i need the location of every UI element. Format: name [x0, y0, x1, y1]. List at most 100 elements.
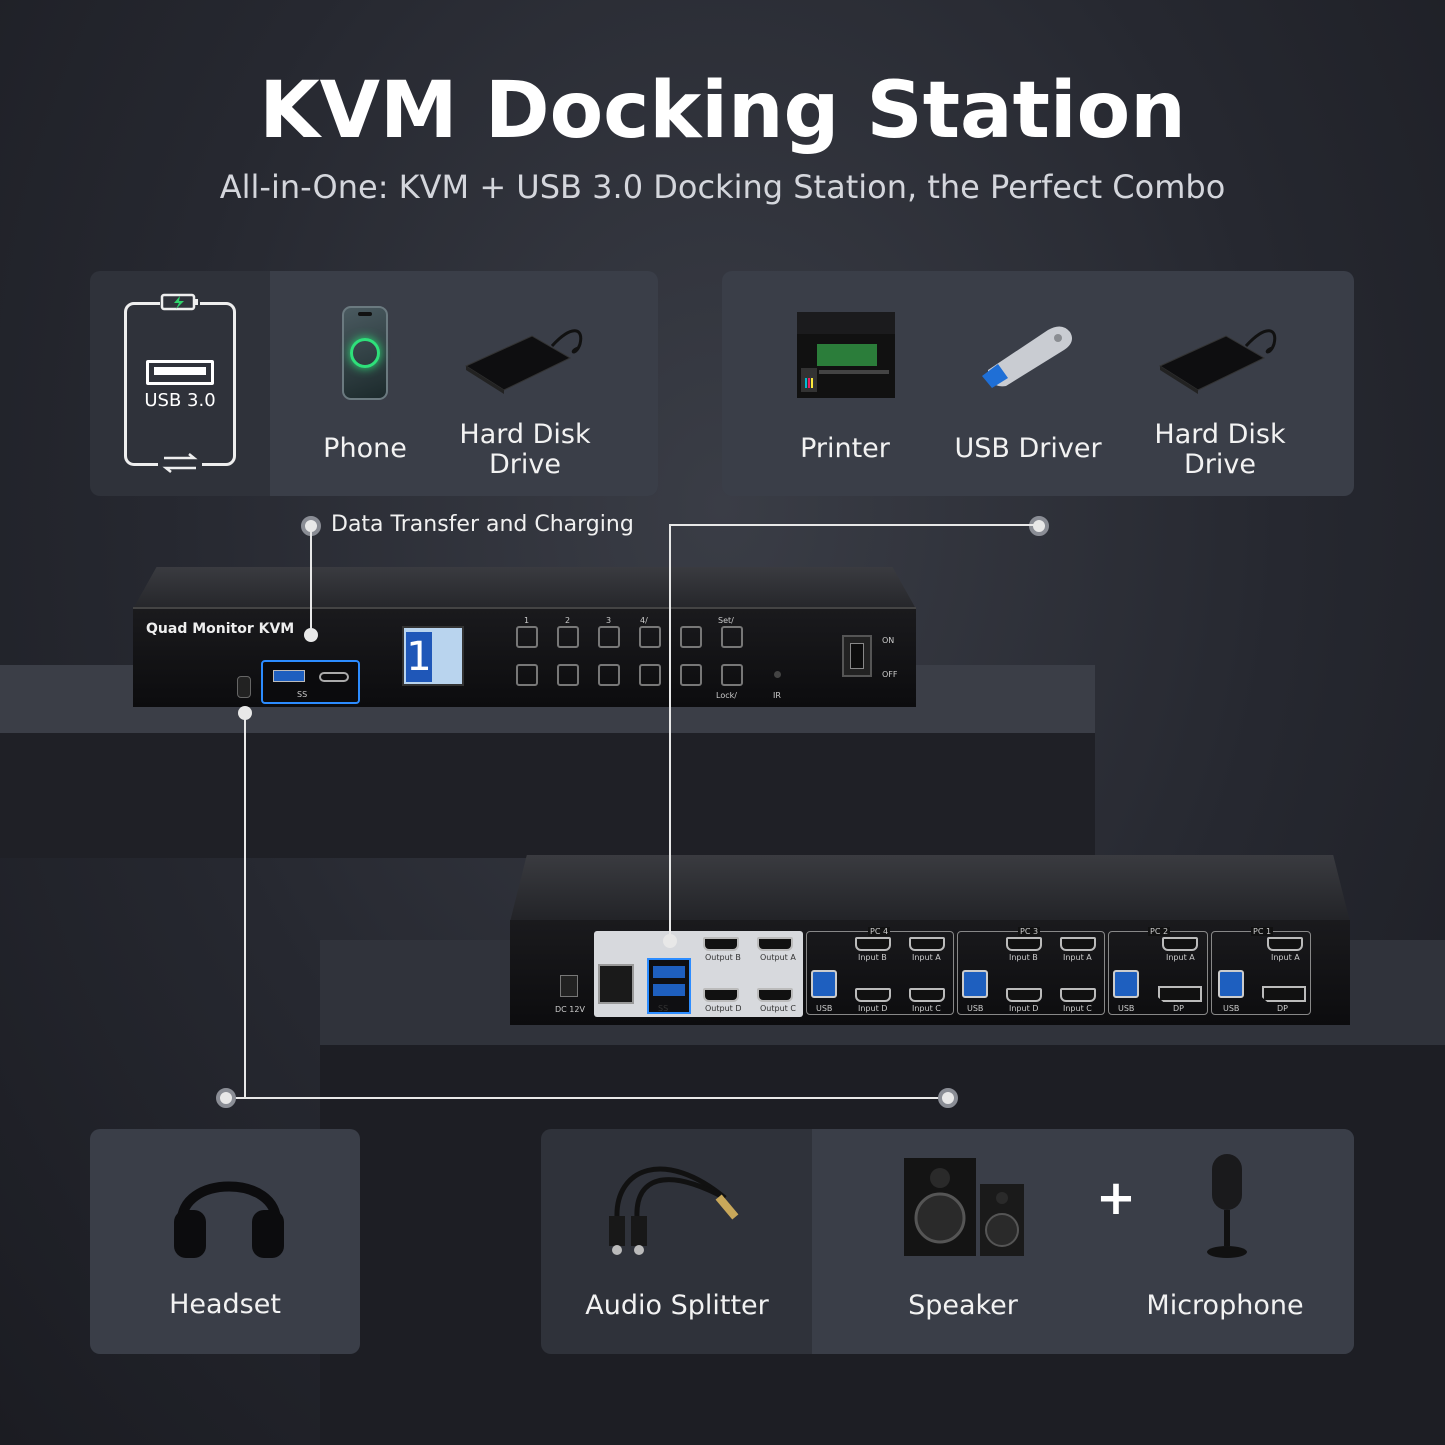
page-title: KVM Docking Station	[259, 66, 1186, 156]
printer-icon	[795, 308, 897, 400]
dc-label: DC 12V	[555, 1005, 585, 1014]
lock-button[interactable]	[721, 664, 743, 686]
pc4-input-b-label: Input B	[858, 953, 887, 962]
pc2-dp[interactable]	[1158, 986, 1202, 1002]
hard-disk-label-left: Hard Disk Drive	[459, 419, 591, 480]
pc4-input-a[interactable]	[909, 937, 945, 951]
output-a-port[interactable]	[757, 937, 793, 951]
pc4-label: PC 4	[868, 927, 891, 936]
mode-c-button[interactable]	[598, 664, 620, 686]
power-switch[interactable]	[842, 635, 872, 677]
kvm-front-top	[133, 567, 916, 609]
pc1-usb[interactable]	[1218, 970, 1244, 998]
pc1-button[interactable]	[516, 626, 538, 648]
kvm-model-label: Quad Monitor KVM	[146, 621, 295, 637]
output-c-port[interactable]	[757, 988, 793, 1002]
headphone-jack-icon	[237, 676, 251, 698]
usb-badge-label: USB 3.0	[144, 390, 216, 411]
audio-splitter-icon	[605, 1158, 745, 1258]
pc2-usb-label: USB	[1118, 1004, 1135, 1013]
pc4-input-c-label: Input C	[912, 1004, 941, 1013]
ir-label: IR	[773, 691, 781, 700]
pc3-input-c[interactable]	[1060, 988, 1096, 1002]
output-d-port[interactable]	[703, 988, 739, 1002]
pc3-button[interactable]	[598, 626, 620, 648]
pc3-input-d-label: Input D	[1009, 1004, 1039, 1013]
pc2-usb[interactable]	[1113, 970, 1139, 998]
front-usb-ports[interactable]: SS	[261, 660, 360, 704]
pc3-label: PC 3	[1018, 927, 1041, 936]
plus-sign: +	[1095, 1170, 1137, 1226]
lcd-digit: 1	[406, 632, 432, 682]
mode-a-button[interactable]	[516, 664, 538, 686]
pc1-dp-label: DP	[1277, 1004, 1288, 1013]
usb-drive-label: USB Driver	[954, 433, 1102, 464]
battery-charging-icon	[160, 292, 200, 312]
sync-arrows-icon	[158, 452, 202, 474]
pc3-input-a[interactable]	[1060, 937, 1096, 951]
usb-hub-ports-left[interactable]	[598, 964, 634, 1004]
mode-b-button[interactable]	[557, 664, 579, 686]
pc4-input-c[interactable]	[909, 988, 945, 1002]
connector-dot-left	[216, 1088, 236, 1108]
usb-drive-icon	[978, 318, 1078, 388]
pc2-button[interactable]	[557, 626, 579, 648]
page-subtitle: All-in-One: KVM + USB 3.0 Docking Statio…	[219, 168, 1226, 206]
usb-port-icon	[146, 360, 214, 385]
pc3-usb[interactable]	[962, 970, 988, 998]
output-b-port[interactable]	[703, 937, 739, 951]
mode-d-button[interactable]	[639, 664, 661, 686]
set-button[interactable]	[721, 626, 743, 648]
button-label-3: 3	[606, 616, 612, 625]
connector-dot	[304, 628, 318, 642]
connector-line	[669, 524, 671, 942]
output-c-label: Output C	[760, 1004, 796, 1013]
stage-upper-block	[0, 733, 1095, 858]
pc4-input-d[interactable]	[855, 988, 891, 1002]
pc3-input-b-label: Input B	[1009, 953, 1038, 962]
audio-devices-panel	[812, 1129, 1354, 1354]
dc-power-jack	[560, 975, 578, 997]
pc1-label: PC 1	[1251, 927, 1274, 936]
hard-disk-label-right: Hard Disk Drive	[1154, 419, 1286, 480]
lock-label: Lock/	[716, 691, 737, 700]
phone-label: Phone	[323, 433, 407, 464]
usb-devices-left-panel	[270, 271, 658, 496]
kvm-back-top	[510, 855, 1350, 922]
button-label-4: 4/	[640, 616, 648, 625]
pc4-input-b[interactable]	[855, 937, 891, 951]
microphone-icon	[1200, 1150, 1254, 1260]
pc4-usb-label: USB	[816, 1004, 833, 1013]
switch-on-label: ON	[882, 636, 895, 645]
pc2-input-a-label: Input A	[1166, 953, 1195, 962]
pc2-dp-label: DP	[1173, 1004, 1184, 1013]
headset-icon	[170, 1154, 288, 1262]
microphone-label: Microphone	[1146, 1290, 1304, 1321]
pc3-input-b[interactable]	[1006, 937, 1042, 951]
connector-dot-right	[938, 1088, 958, 1108]
pc3-input-c-label: Input C	[1063, 1004, 1092, 1013]
pc1-usb-label: USB	[1223, 1004, 1240, 1013]
speaker-label: Speaker	[908, 1290, 1018, 1321]
button-label-set: Set/	[718, 616, 734, 625]
button-label-2: 2	[565, 616, 571, 625]
pc1-input-a[interactable]	[1267, 937, 1303, 951]
pc3-input-d[interactable]	[1006, 988, 1042, 1002]
kvm-lcd-screen: 1	[402, 626, 464, 686]
audio-splitter-label: Audio Splitter	[585, 1290, 769, 1321]
hard-disk-icon	[1156, 318, 1286, 398]
audio-button[interactable]	[680, 626, 702, 648]
front-usb-label: SS	[297, 690, 308, 699]
speaker-icon	[900, 1154, 1026, 1258]
pc4-usb[interactable]	[811, 970, 837, 998]
usb-mode-button[interactable]	[680, 664, 702, 686]
pc4-button[interactable]	[639, 626, 661, 648]
pc2-input-a[interactable]	[1162, 937, 1198, 951]
connector-line	[310, 530, 312, 634]
pc1-dp[interactable]	[1262, 986, 1306, 1002]
output-a-label: Output A	[760, 953, 796, 962]
pc3-input-a-label: Input A	[1063, 953, 1092, 962]
usb-hub-ports-blue[interactable]	[647, 958, 691, 1014]
pc1-input-a-label: Input A	[1271, 953, 1300, 962]
printer-label: Printer	[800, 433, 890, 464]
